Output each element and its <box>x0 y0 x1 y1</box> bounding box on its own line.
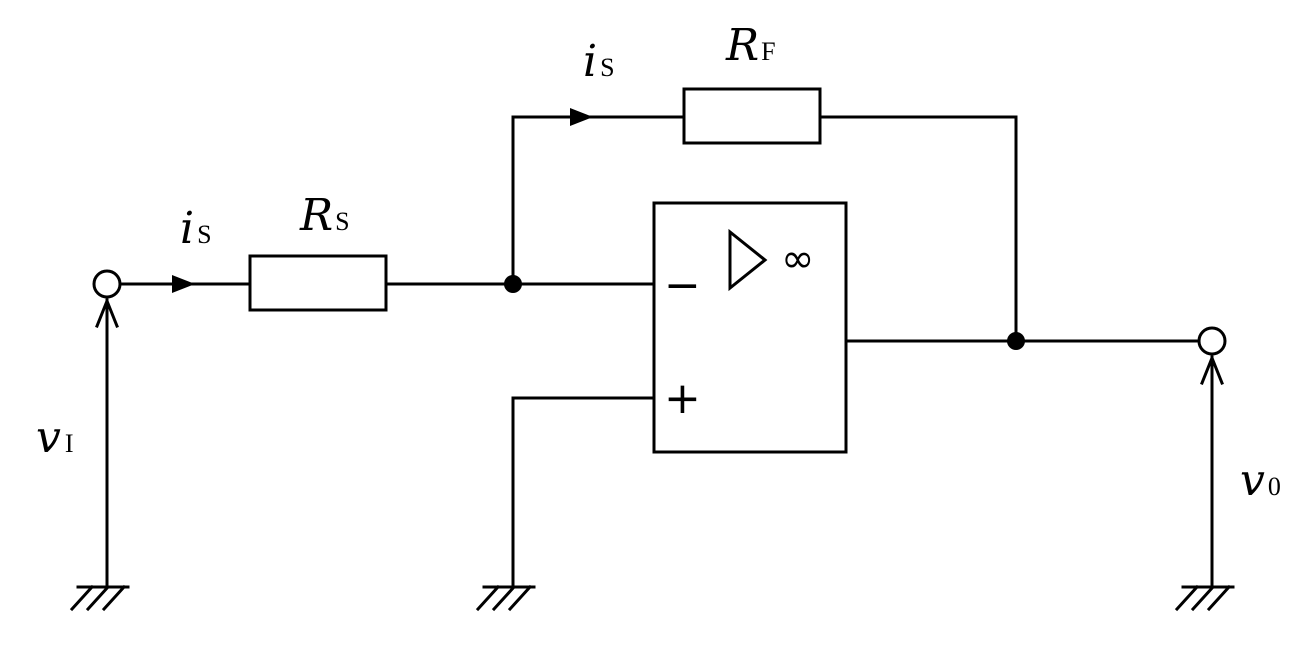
feedback-wire-left <box>511 115 686 286</box>
opamp-body <box>652 201 848 454</box>
input-terminal <box>92 269 122 299</box>
output-ground <box>1174 584 1235 612</box>
opamp-noninverting-sign: + <box>664 373 701 424</box>
input-current-arrow <box>172 275 195 293</box>
output-voltage-arrowhead <box>1200 353 1224 385</box>
input-voltage-arrowhead <box>95 296 119 328</box>
noninverting-wire <box>511 396 656 587</box>
feedback-resistor-label: RF <box>725 20 776 71</box>
noninverting-ground <box>475 584 536 612</box>
feedback-current-arrow <box>570 108 593 126</box>
opamp-gain-symbol: ∞ <box>781 236 814 282</box>
input-resistor-label: RS <box>299 190 350 241</box>
opamp-amplifier-symbol-icon <box>728 228 768 292</box>
feedback-resistor <box>682 87 822 145</box>
opamp-inverting-sign: − <box>664 260 701 311</box>
input-ground <box>69 584 130 612</box>
output-terminal <box>1197 326 1227 356</box>
feedback-wire-right <box>818 115 1018 343</box>
output-node-dot <box>1007 332 1025 350</box>
input-resistor <box>248 254 388 312</box>
